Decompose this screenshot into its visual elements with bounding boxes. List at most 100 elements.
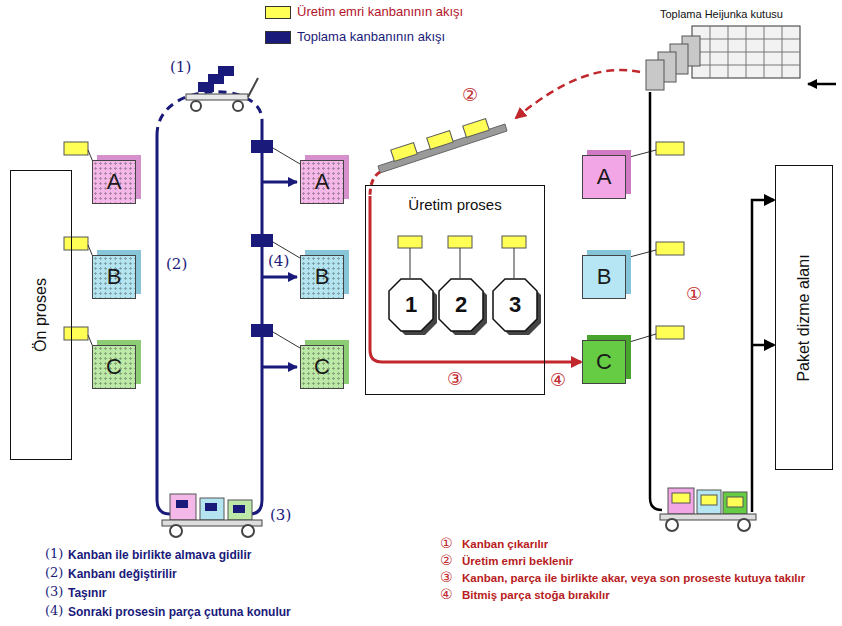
order-kanban [656, 242, 684, 255]
kanban-string [626, 150, 656, 158]
pickup-kanban [205, 503, 217, 511]
cart-handle [248, 78, 258, 97]
kanban-string [410, 248, 411, 278]
machine: 3 [493, 279, 537, 331]
machine-body [389, 279, 433, 331]
node-text: C [106, 354, 122, 380]
pickup-kanban [251, 140, 273, 153]
node-text: 1 [405, 292, 417, 318]
heijunka-rack [646, 26, 800, 90]
callout-number: ① [686, 283, 702, 304]
callout-number: (1) [170, 58, 191, 76]
pickup-loop [157, 135, 170, 514]
kanban-string [626, 250, 656, 258]
callout-number: (2) [166, 255, 187, 273]
flow-connector [545, 362, 581, 363]
order-kanban [398, 236, 422, 248]
pickup-loop [250, 120, 262, 514]
pickup-kanban [233, 505, 245, 513]
node-text: A [107, 169, 122, 195]
process-area: Ön proses [10, 170, 72, 460]
node-text: B [315, 264, 330, 290]
part-bin: C [92, 345, 136, 389]
kanban-string [273, 332, 300, 348]
step-note: Üretim emri beklenir [462, 554, 834, 568]
kanban-string [514, 248, 515, 278]
part-bin: B [300, 255, 344, 299]
order-kanban [701, 495, 717, 505]
callout-number: ③ [440, 570, 453, 585]
connector-line [752, 344, 774, 347]
machine: 2 [439, 279, 483, 331]
cart-part [170, 494, 196, 520]
pickup-kanban [251, 234, 273, 247]
cart-wheel [242, 525, 254, 537]
heijunka-grid [692, 26, 800, 78]
node-text: C [596, 349, 612, 375]
part-bin: B [582, 255, 626, 299]
machine-body [439, 279, 483, 331]
part-bin: B [92, 255, 136, 299]
order-flow-line [516, 70, 640, 118]
order-kanban [463, 119, 490, 138]
step-note: Kanban çıkarılır [462, 537, 834, 551]
node-text: A [597, 164, 612, 190]
node-text: Paket dizme alanı [795, 254, 813, 381]
node-text: C [314, 354, 330, 380]
order-kanban [656, 326, 684, 339]
order-kanban [391, 143, 418, 162]
order-kanban [502, 236, 526, 248]
order-kanban [656, 142, 684, 155]
pickup-arrow [262, 276, 297, 279]
node-text: 2 [455, 292, 467, 318]
legend-swatch [265, 31, 291, 44]
part-bin: A [300, 160, 344, 204]
callout-number: ③ [447, 368, 463, 389]
part-bin: A [92, 160, 136, 204]
cart-platform [186, 94, 248, 100]
heijunka-box: Toplama Heijunka kutusu [620, 4, 810, 92]
part-bin: C [582, 340, 626, 384]
callout-number: (4) [45, 603, 63, 619]
cart-part [200, 498, 224, 520]
order-kanban [64, 327, 88, 340]
cart-wheel [191, 101, 201, 111]
callout-number: (1) [45, 546, 63, 562]
callout-number: ④ [440, 587, 453, 602]
flow-connector [650, 92, 774, 512]
kanban-string [273, 148, 300, 164]
step-note: Taşınır [68, 585, 106, 601]
connector-line [752, 200, 774, 512]
cart-wheel [666, 519, 678, 531]
order-kanban [672, 493, 690, 503]
callout-number: ② [462, 84, 478, 105]
kanban-string [460, 248, 461, 278]
node-text: 3 [509, 292, 521, 318]
order-kanban [64, 237, 88, 250]
cart-part [668, 488, 694, 514]
part-bin: C [300, 345, 344, 389]
pickup-loop [157, 92, 262, 135]
part-bin: A [582, 155, 626, 199]
step-note: Kanbanı değiştirilir [68, 566, 177, 582]
legend-text: Toplama kanbanının akışı [297, 29, 445, 44]
order-kanban [448, 236, 472, 248]
cart-part [697, 490, 721, 514]
cart-wheel [738, 519, 750, 531]
callout-number: (4) [268, 252, 289, 270]
order-flow-line [370, 172, 380, 196]
process-box: Üretim proses 1 2 3 [365, 185, 545, 395]
callout-number: (2) [45, 565, 63, 581]
order-kanban [727, 497, 743, 507]
cart-part [723, 492, 747, 514]
pickup-arrow [262, 366, 297, 369]
callout-number: (3) [45, 584, 63, 600]
input-arrow [808, 83, 836, 86]
order-kanban [427, 131, 454, 150]
cart-part [228, 500, 252, 520]
node-text: A [315, 169, 330, 195]
step-note: Bitmiş parça stoğa bırakılır [462, 588, 834, 602]
callout-number: ② [440, 553, 453, 568]
node-text: Üretim proses [408, 196, 501, 213]
